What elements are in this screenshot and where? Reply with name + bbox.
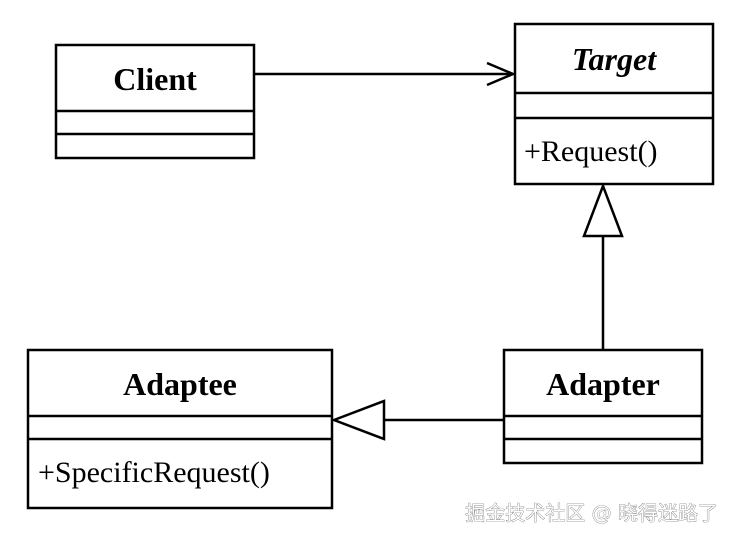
class-adaptee: Adaptee +SpecificRequest() — [26, 348, 334, 510]
class-target-operation: +Request() — [524, 135, 658, 168]
class-client-box — [54, 43, 256, 160]
class-client: Client — [54, 43, 256, 160]
watermark-text: 掘金技术社区 @ 晓得迷路了 — [465, 501, 718, 525]
generalization-adapter-target — [582, 182, 624, 350]
class-adapter-name: Adapter — [546, 366, 660, 402]
generalization-triangle-left — [330, 399, 386, 441]
association-arrowhead — [486, 61, 517, 87]
class-adapter: Adapter — [502, 348, 704, 465]
generalization-adapter-adaptee — [330, 399, 504, 441]
class-adaptee-box — [26, 348, 334, 510]
class-adaptee-name: Adaptee — [123, 366, 237, 402]
class-adaptee-operation: +SpecificRequest() — [38, 456, 270, 489]
association-client-target — [254, 61, 517, 87]
class-target-name: Target — [572, 41, 657, 77]
class-target-box — [513, 22, 715, 186]
generalization-triangle-up — [582, 182, 624, 238]
class-client-name: Client — [113, 61, 197, 97]
class-target: Target +Request() — [513, 22, 715, 186]
